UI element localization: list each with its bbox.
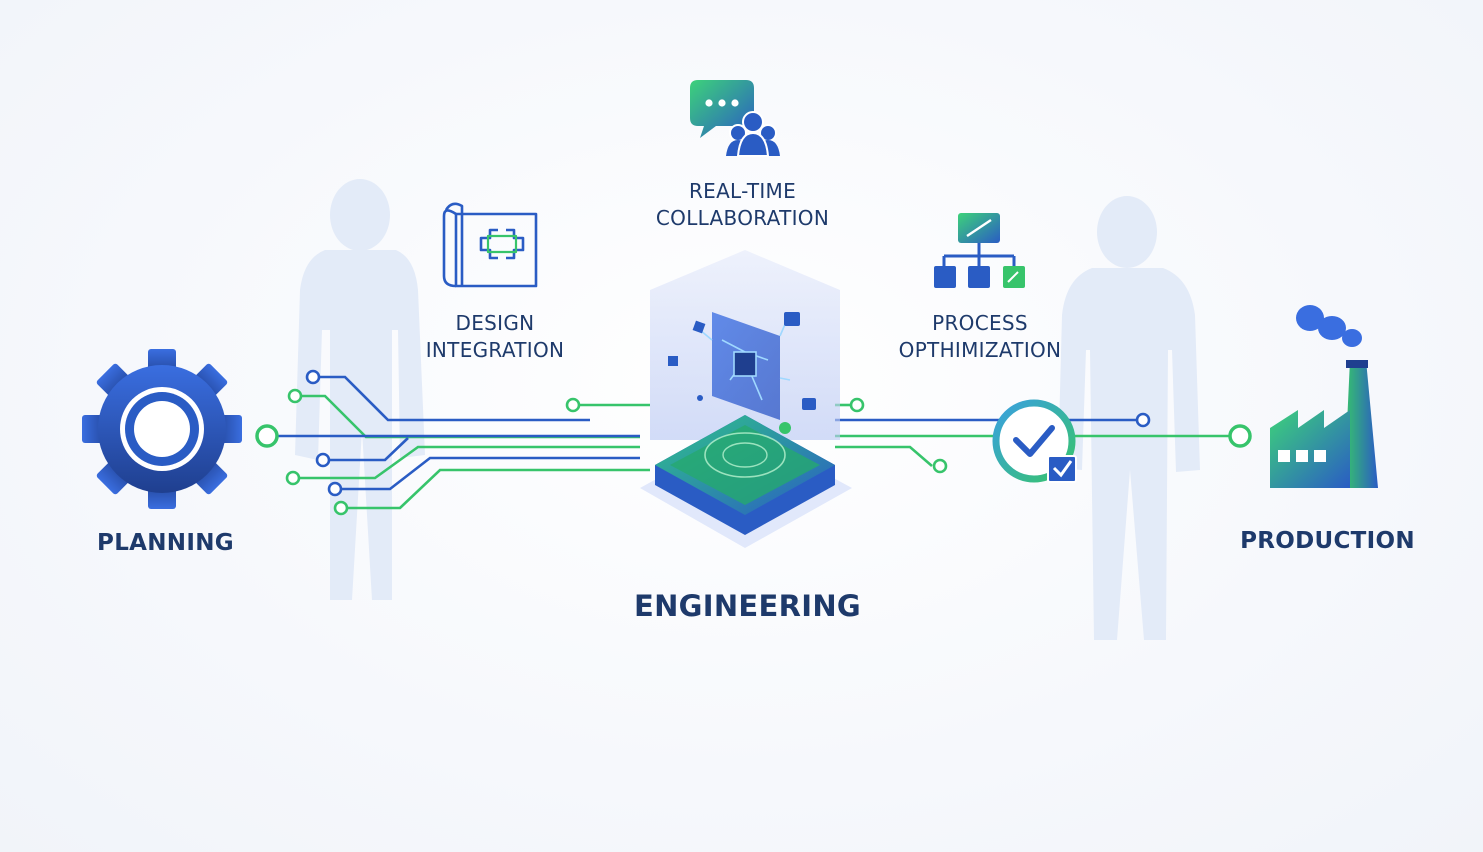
design-integration-label: DESIGN INTEGRATION xyxy=(400,310,590,364)
process-label-line2: OPTHIMIZATION xyxy=(898,338,1062,362)
factory-icon xyxy=(1270,305,1378,488)
collaboration-label-line1: REAL-TIME xyxy=(688,179,797,203)
gear-icon xyxy=(82,349,242,509)
circuit-traces-left xyxy=(278,375,650,510)
blueprint-icon xyxy=(442,202,538,288)
hierarchy-icon xyxy=(934,213,1025,288)
collaboration-label-line2: COLLABORATION xyxy=(655,206,830,230)
collaboration-label: REAL-TIME COLLABORATION xyxy=(630,178,855,232)
circuit-nodes-left xyxy=(255,369,581,516)
process-optimization-label: PROCESS OPTHIMIZATION xyxy=(870,310,1090,364)
design-label-line1: DESIGN xyxy=(455,311,535,335)
circuit-chip-icon xyxy=(640,250,852,548)
planning-label: PLANNING xyxy=(97,530,234,556)
design-label-line2: INTEGRATION xyxy=(425,338,565,362)
chat-team-icon xyxy=(690,80,780,157)
production-label: PRODUCTION xyxy=(1240,528,1415,554)
clock-check-icon xyxy=(992,399,1077,483)
person-silhouette-left xyxy=(295,179,425,600)
engineering-label: ENGINEERING xyxy=(633,589,862,623)
process-label-line1: PROCESS xyxy=(932,311,1028,335)
person-silhouette-right xyxy=(1058,196,1200,640)
circuit-nodes-right xyxy=(849,397,1252,474)
